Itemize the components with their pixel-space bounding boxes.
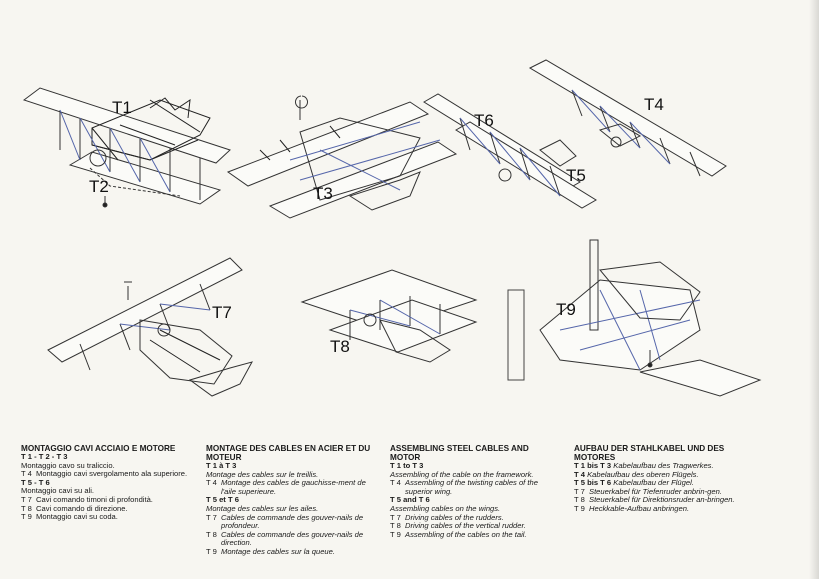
italian-t8-text: Cavi comando di direzione. — [36, 503, 128, 513]
english-group2: T 5 and T 6 — [390, 495, 430, 505]
italian-heading: MONTAGGIO CAVI ACCIAIO E MOTORE — [21, 444, 176, 453]
drawing-t4 — [528, 59, 727, 177]
french-t8-text: Cables de commande des gouver-nails de d… — [221, 529, 364, 548]
german-t9-text: Heckkable-Aufbau anbringen. — [589, 503, 690, 513]
label-t7: T7 — [212, 303, 232, 322]
german-t8: T 8 Steuerkabel für Direktionsruder an-b… — [574, 496, 746, 505]
french-group1-desc: Montage des cables sur le treillis. — [206, 469, 319, 479]
german-t8-text: Steuerkabel für Direktionsruder an-bring… — [589, 495, 735, 505]
french-group1: T 1 à T 3 — [206, 461, 237, 470]
french-group2: T 5 et T 6 — [206, 495, 239, 505]
french-group2-desc: Montage des cables sur les ailes. — [206, 503, 319, 513]
german-t7-text: Steuerkabel für Tiefenruder anbrin-gen. — [589, 486, 722, 496]
page-edge-shadow — [809, 0, 819, 579]
english-group2-desc: Assembling cables on the wings. — [390, 503, 501, 513]
english-instructions: ASSEMBLING STEEL CABLES AND MOTOR T 1 to… — [390, 444, 560, 539]
english-t8: T 8 Driving cables of the vertical rudde… — [390, 522, 560, 531]
french-heading: MONTAGE DES CABLES EN ACIER ET DU MOTEUR — [206, 444, 371, 462]
label-t1: T1 — [112, 98, 132, 117]
italian-t7-key: T 7 — [21, 494, 32, 504]
english-t4-key: T 4 — [390, 478, 401, 488]
english-t7-text: Driving cables of the rudders. — [405, 512, 504, 522]
english-t8-text: Driving cables of the vertical rudder. — [405, 521, 526, 531]
italian-t4: T 4 Montaggio cavi svergolamento ala sup… — [21, 470, 201, 479]
label-t8: T8 — [330, 337, 350, 356]
english-group1-desc: Assembling of the cable on the framework… — [390, 469, 534, 479]
french-t8: T 8 Cables de commande des gouver-nails … — [206, 529, 376, 548]
italian-t7-text: Cavi comando timoni di profondità. — [36, 494, 153, 504]
italian-group1: T 1 - T 2 - T 3 — [21, 452, 68, 461]
english-t7: T 7 Driving cables of the rudders. — [390, 512, 560, 523]
italian-group2: T 5 - T 6 — [21, 477, 50, 487]
drawing-t7 — [47, 257, 254, 397]
italian-t4-key: T 4 — [21, 469, 32, 479]
french-t7-text: Cables de commande des gouver-nails de p… — [221, 512, 364, 531]
french-t7: T 7 Cables de commande des gouver-nails … — [206, 512, 376, 531]
german-t8-key: T 8 — [574, 495, 585, 505]
english-t9-text: Assembling of the cables on the tail. — [405, 529, 527, 539]
german-g3-text: Kabelaufbau der Flügel. — [613, 478, 694, 488]
german-heading: AUFBAU DER STAHLKABEL UND DES MOTORES — [574, 444, 725, 462]
italian-t9-key: T 9 — [21, 512, 32, 522]
french-t4-key: T 4 — [206, 478, 217, 488]
german-t7: T 7 Steuerkabel für Tiefenruder anbrin-g… — [574, 486, 746, 497]
german-t9: T 9 Heckkable-Aufbau anbringen. — [574, 503, 746, 514]
italian-t4-text: Montaggio cavi svergolamento ala superio… — [36, 469, 188, 479]
english-group1: T 1 to T 3 — [390, 461, 424, 470]
drawing-t5-t6 — [423, 93, 597, 209]
italian-group2-desc: Montaggio cavi su ali. — [21, 486, 95, 496]
label-t6: T6 — [474, 111, 494, 130]
french-instructions: MONTAGE DES CABLES EN ACIER ET DU MOTEUR… — [206, 444, 376, 557]
english-t8-key: T 8 — [390, 521, 401, 531]
french-t8-key: T 8 — [206, 529, 217, 539]
english-t4: T 4 Assembling of the twisting cables of… — [390, 478, 560, 496]
italian-t9-text: Montaggio cavi su coda. — [36, 512, 118, 522]
german-t7-key: T 7 — [574, 486, 585, 496]
italian-t8-key: T 8 — [21, 503, 32, 513]
german-g1-key: T 1 bis T 3 — [574, 461, 612, 470]
german-g1: T 1 bis T 3 Kabelaufbau des Tragwerkes. — [574, 461, 746, 471]
french-t7-key: T 7 — [206, 512, 217, 522]
english-t9-key: T 9 — [390, 529, 401, 539]
drawing-t8 — [300, 269, 478, 363]
german-g2-key: T 4 — [574, 469, 585, 479]
german-g2-text: Kabelaufbau des oberen Flügels. — [587, 469, 699, 479]
drawing-t9 — [507, 239, 762, 397]
german-g3-key: T 5 bis T 6 — [574, 478, 612, 488]
italian-instructions: MONTAGGIO CAVI ACCIAIO E MOTORE T 1 - T … — [21, 444, 201, 522]
label-t4: T4 — [644, 95, 664, 114]
italian-t8: T 8 Cavi comando di direzione. — [21, 503, 201, 514]
german-t9-key: T 9 — [574, 503, 585, 513]
assembly-drawings: T1 T2 T3 T4 T5 T6 T7 T8 T9 — [22, 59, 762, 397]
italian-group1-desc: Montaggio cavo su traliccio. — [21, 460, 115, 470]
english-t7-key: T 7 — [390, 512, 401, 522]
german-g1-text: Kabelaufbau des Tragwerkes. — [613, 461, 714, 470]
italian-t9: T 9 Montaggio cavi su coda. — [21, 513, 201, 522]
german-g3: T 5 bis T 6 Kabelaufbau der Flügel. — [574, 478, 746, 488]
french-t4: T 4 Montage des cables de gauchisse-ment… — [206, 478, 376, 496]
label-t9: T9 — [556, 300, 576, 319]
label-t3: T3 — [313, 184, 333, 203]
english-heading: ASSEMBLING STEEL CABLES AND MOTOR — [390, 444, 529, 462]
label-t5: T5 — [566, 166, 586, 185]
french-t4-text: Montage des cables de gauchisse-ment de … — [221, 478, 366, 496]
italian-t7: T 7 Cavi comando timoni di profondità. — [21, 494, 201, 505]
drawing-t1-t2 — [22, 87, 231, 208]
english-t4-text: Assembling of the twisting cables of the… — [405, 478, 538, 496]
german-instructions: AUFBAU DER STAHLKABEL UND DES MOTORES T … — [574, 444, 746, 514]
figure-labels: T1 T2 T3 T4 T5 T6 T7 T8 T9 — [89, 95, 664, 356]
label-t2: T2 — [89, 177, 109, 196]
french-t9-text: Montage des cables sur la queue. — [221, 546, 335, 556]
drawing-t3 — [226, 95, 458, 219]
english-t9: T 9 Assembling of the cables on the tail… — [390, 529, 560, 540]
french-t9: T 9 Montage des cables sur la queue. — [206, 546, 376, 557]
german-g2: T 4 Kabelaufbau des oberen Flügels. — [574, 469, 746, 480]
french-t9-key: T 9 — [206, 546, 217, 556]
